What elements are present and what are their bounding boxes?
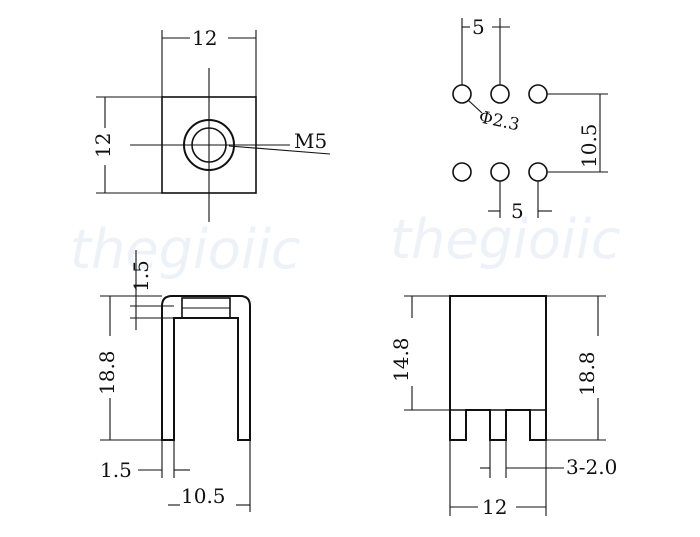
top-width-label: 12 — [192, 26, 217, 50]
height-left-label: 18.8 — [95, 350, 119, 395]
top-view: M5 12 12 — [91, 26, 331, 222]
pad — [452, 162, 472, 182]
pin-width-label: 1.5 — [100, 458, 132, 482]
thread-label: M5 — [294, 129, 327, 153]
pitch-bottom-label: 5 — [511, 199, 524, 223]
nut-inner — [191, 127, 227, 163]
diameter-leader — [467, 99, 483, 114]
pin-gap-label: 3-2.0 — [566, 455, 617, 479]
front-view: 14.8 18.8 3-2.0 12 — [389, 295, 617, 519]
m5-leader — [228, 145, 331, 155]
pad — [490, 162, 510, 182]
inner-width-label: 10.5 — [181, 484, 226, 508]
pad — [490, 84, 510, 104]
slot-height-label: 14.8 — [389, 337, 413, 382]
hole-diameter-label: Φ2.3 — [477, 107, 521, 135]
side-view: 1.5 18.8 1.5 10.5 — [95, 250, 251, 512]
height-right-label: 18.8 — [575, 351, 599, 396]
bracket-outline — [161, 295, 251, 441]
pad — [528, 84, 548, 104]
front-outline — [449, 295, 547, 441]
side-height-label: 12 — [91, 133, 115, 158]
pitch-top-label: 5 — [472, 15, 485, 39]
row-spacing-label: 10.5 — [577, 123, 601, 168]
bottom-width-label: 12 — [482, 495, 507, 519]
pcb-footprint: 5 Φ2.3 10.5 5 — [452, 15, 608, 223]
lip-label: 1.5 — [129, 260, 153, 292]
pad — [528, 162, 548, 182]
watermark-left: thegioiic — [70, 218, 301, 281]
nut-outer — [183, 119, 235, 171]
watermark-right: thegioiic — [390, 208, 621, 271]
